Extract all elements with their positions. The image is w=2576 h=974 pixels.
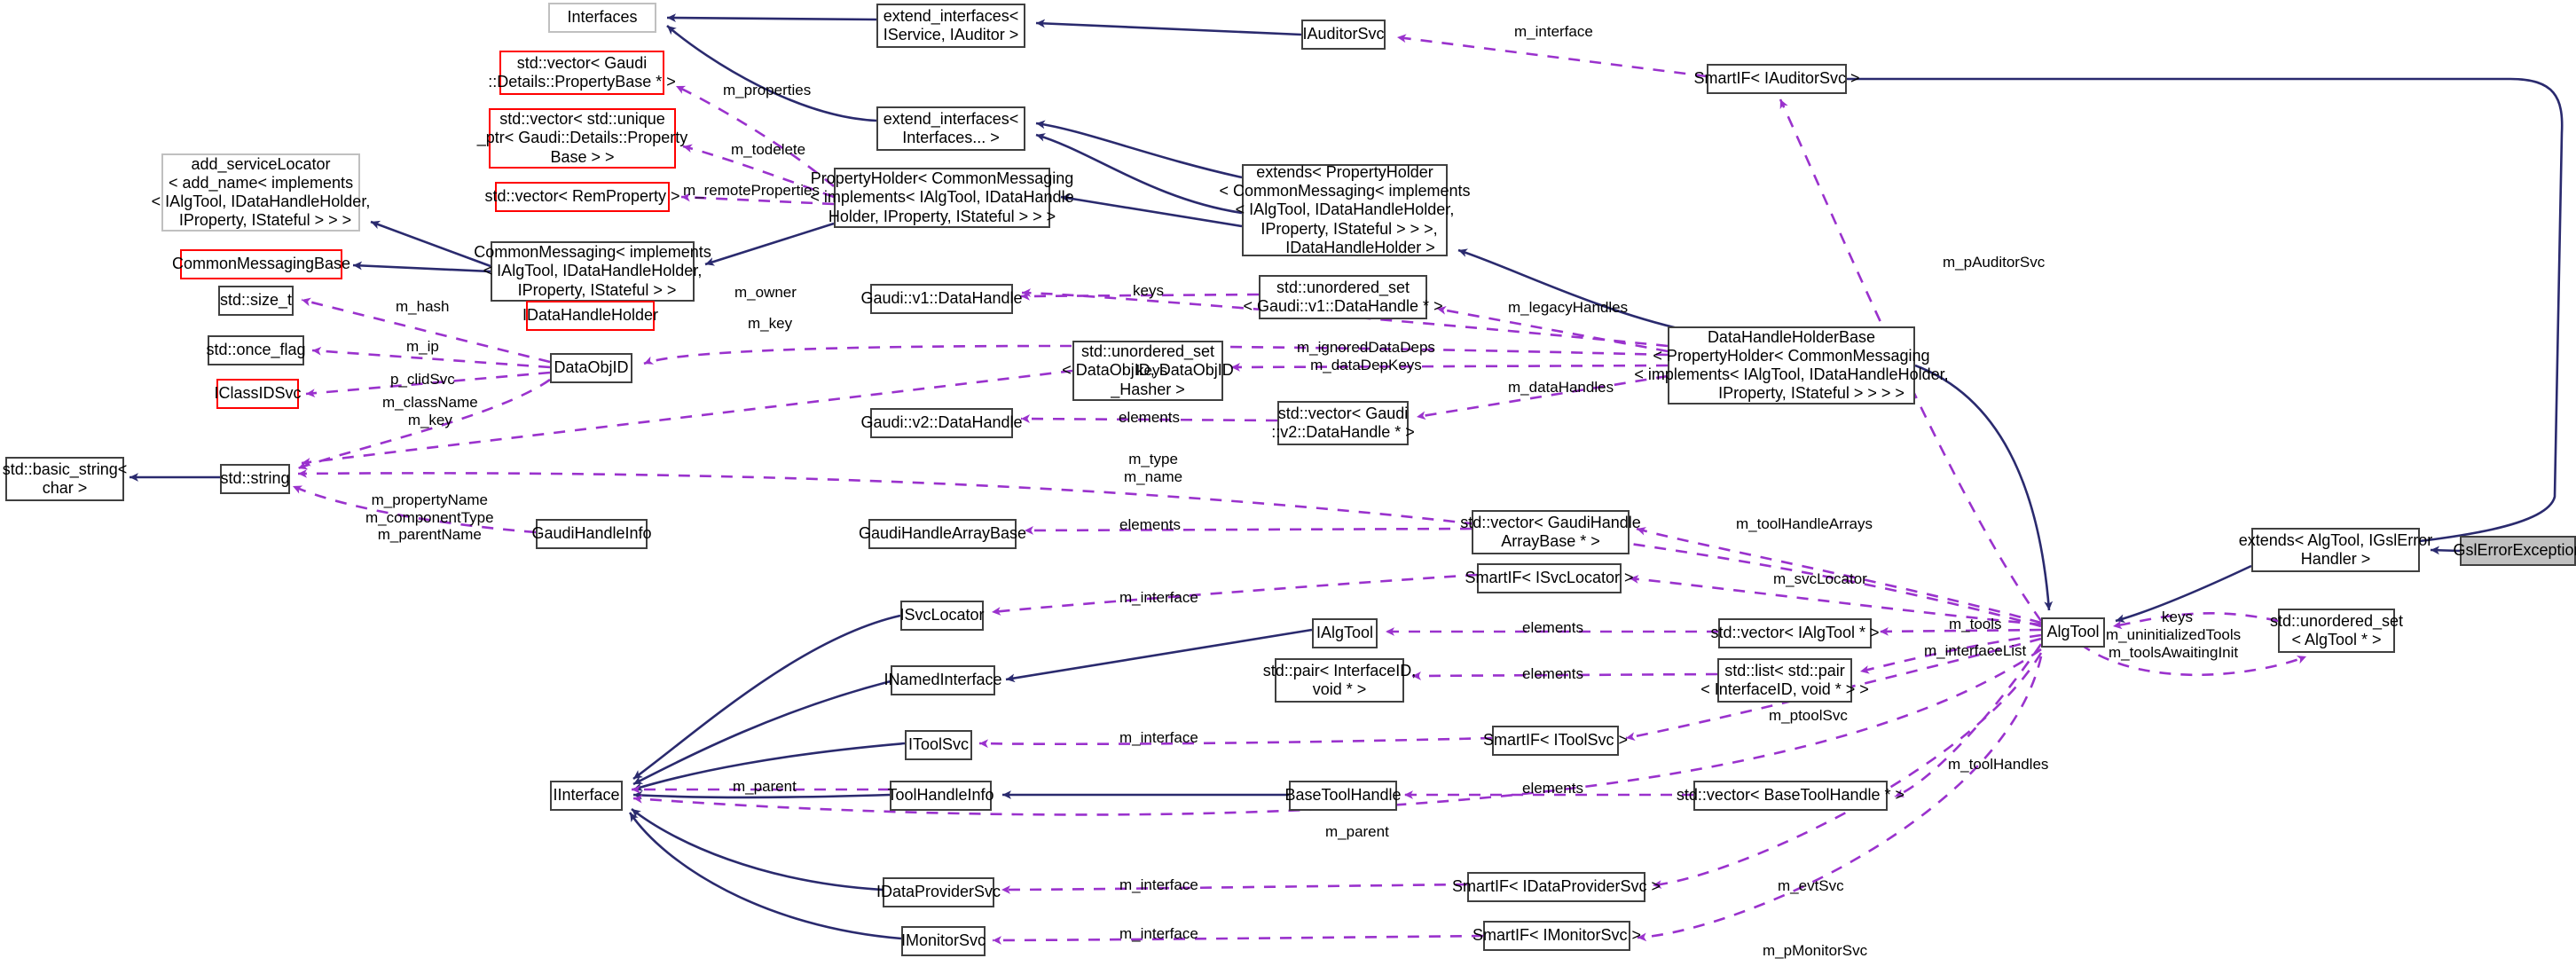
class-node-interfaces[interactable]: Interfaces [548,3,656,33]
edge-label-lbl_m_parent_top: m_parent [733,778,797,795]
class-node-propertyholder[interactable]: PropertyHolder< CommonMessaging < implem… [810,168,1074,228]
edge-label-lbl_elements_bth: elements [1522,780,1583,797]
class-node-smartif_itoolsvc[interactable]: SmartIF< IToolSvc > [1483,726,1628,756]
class-node-inamedinterface[interactable]: INamedInterface [884,665,1002,695]
edge-label-lbl_m_properties: m_properties [723,82,812,98]
edge-label-lbl_m_interface_aud: m_interface [1514,23,1593,40]
class-node-vec_ialgtool[interactable]: std::vector< IAlgTool * > [1710,618,1880,648]
edge-label-lbl_elements_v2: elements [1119,409,1180,426]
edge-label-lbl_m_hash: m_hash [396,298,450,315]
edge-label-lbl_m_type_name: m_type m_name [1124,451,1183,485]
edge-label-lbl_m_interface_svc: m_interface [1119,589,1198,606]
class-node-extend_iservice_iaud[interactable]: extend_interfaces< IService, IAuditor > [876,4,1025,48]
class-node-iclassidsvc[interactable]: IClassIDSvc [215,379,302,409]
class-node-datahandleholderbase[interactable]: DataHandleHolderBase < PropertyHolder< C… [1634,326,1949,405]
class-node-algtool[interactable]: AlgTool [2041,617,2105,648]
class-node-gaudihandleinfo[interactable]: GaudiHandleInfo [531,519,652,549]
edge-label-lbl_m_ptoolsvc: m_ptoolSvc [1769,707,1848,724]
class-node-iinterface[interactable]: IInterface [550,781,623,811]
class-node-vec_v2_datahandle[interactable]: std::vector< Gaudi ::v2::DataHandle * > [1271,401,1415,445]
class-node-toolhandleinfo[interactable]: ToolHandleInfo [887,781,994,811]
edge-label-lbl_m_toolhandles: m_toolHandles [1948,756,2049,773]
class-node-extends_propholder[interactable]: extends< PropertyHolder < CommonMessagin… [1219,162,1471,256]
edge-label-lbl_m_propertyname: m_propertyName m_componentType m_parentN… [365,491,494,544]
class-node-uset_algtool[interactable]: std::unordered_set < AlgTool * > [2270,609,2403,653]
class-node-commonmessagingbase[interactable]: CommonMessagingBase [172,249,350,279]
class-node-vec_uniq_propbase[interactable]: std::vector< std::unique _ptr< Gaudi::De… [477,108,687,169]
edge-label-lbl_p_clidsvc: p_clidSvc [390,371,455,388]
edge-label-lbl_m_interface_dps: m_interface [1119,876,1198,893]
edge-label-lbl_elements_gha: elements [1119,516,1181,533]
edge-label-lbl_m_interface_mon: m_interface [1119,925,1198,942]
class-node-dataobjid[interactable]: DataObjID [550,353,632,383]
class-node-smartif_imonitorsvc[interactable]: SmartIF< IMonitorSvc > [1473,921,1641,951]
class-node-gaudi_v1_datahandle[interactable]: Gaudi::v1::DataHandle [860,284,1023,314]
edge-label-lbl_m_parent_bottom: m_parent [1325,823,1389,840]
class-node-commonmessaging[interactable]: CommonMessaging< implements < IAlgTool, … [474,241,711,302]
class-node-extends_algtool_igsl[interactable]: extends< AlgTool, IGslError Handler > [2239,528,2432,572]
class-node-idataprovidersvc[interactable]: IDataProviderSvc [876,877,1001,907]
edge-label-lbl_m_classname_key: m_className m_key [382,394,478,428]
class-node-uset_dataobjid[interactable]: std::unordered_set < DataObjID, DataObjI… [1062,341,1234,401]
edge-label-lbl_m_legacyhandles: m_legacyHandles [1508,299,1629,316]
edge-label-lbl_m_pauditorsvc: m_pAuditorSvc [1943,254,2046,271]
class-node-iauditorsvc[interactable]: IAuditorSvc [1301,20,1386,50]
class-node-std_string[interactable]: std::string [220,464,290,494]
class-node-std_size_t[interactable]: std::size_t [218,286,294,316]
edge-label-lbl_elements_algtool: elements [1522,619,1583,636]
class-node-gaudi_v2_datahandle[interactable]: Gaudi::v2::DataHandle [860,408,1023,438]
edge-label-lbl_m_owner: m_owner [734,284,797,301]
edge-label-lbl_m_evtsvc: m_evtSvc [1778,877,1844,894]
edge-label-lbl_m_uninit: m_uninitializedTools m_toolsAwaitingInit [2106,626,2242,661]
edge-label-lbl_m_tools: m_tools [1949,616,2002,632]
edge-label-lbl_m_todelete: m_todelete [731,141,806,158]
class-node-smartif_isvclocator[interactable]: SmartIF< ISvcLocator > [1465,563,1634,593]
edge-label-lbl_m_datahandles: m_dataHandles [1508,379,1614,396]
class-node-idatahandleholder[interactable]: IDataHandleHolder [522,301,658,331]
edge-label-lbl_ignoreddeps: m_ignoredDataDeps m_dataDepKeys [1297,339,1435,373]
class-node-isvclocator[interactable]: ISvcLocator [899,601,985,631]
edge-label-lbl_keys_algtool: keys [2162,609,2193,625]
class-node-smartif_iauditorsvc[interactable]: SmartIF< IAuditorSvc > [1693,64,1860,94]
class-node-extend_interfaces[interactable]: extend_interfaces< Interfaces... > [876,106,1025,151]
edge-label-lbl_m_svclocator: m_svcLocator [1773,570,1867,587]
class-node-basetoolhandle[interactable]: BaseToolHandle [1284,781,1402,811]
edge-label-lbl_m_pmonitorsvc: m_pMonitorSvc [1763,942,1868,959]
edge-label-lbl_elements_pair: elements [1522,665,1583,682]
class-node-uset_v1_datahandle[interactable]: std::unordered_set < Gaudi::v1::DataHand… [1243,275,1443,319]
edge-label-lbl_m_interface_tool: m_interface [1119,729,1198,746]
edge-label-lbl_m_toolhandlearrays: m_toolHandleArrays [1736,515,1873,532]
class-node-pair_interfaceid[interactable]: std::pair< InterfaceID, void * > [1263,658,1416,703]
class-node-vec_gaudihandlearray[interactable]: std::vector< GaudiHandle ArrayBase * > [1460,510,1641,554]
class-node-vec_remproperty[interactable]: std::vector< RemProperty > [484,182,680,212]
class-node-vec_basetoolhandle[interactable]: std::vector< BaseToolHandle * > [1677,781,1905,811]
edge-label-lbl_keys_v1: keys [1133,282,1164,299]
class-node-std_once_flag[interactable]: std::once_flag [206,335,306,365]
class-node-smartif_idataprovider[interactable]: SmartIF< IDataProviderSvc > [1452,872,1661,902]
class-node-list_pair_interfaceid[interactable]: std::list< std::pair < InterfaceID, void… [1700,658,1869,703]
edge-label-lbl_m_interfacelist: m_interfaceList [1924,642,2027,659]
class-node-gslerrorexception[interactable]: GslErrorException [2453,536,2576,566]
class-node-std_basic_string[interactable]: std::basic_string< char > [3,457,127,501]
edge-label-lbl_m_ip: m_ip [406,338,439,355]
class-node-imonitorsvc[interactable]: IMonitorSvc [901,926,986,956]
class-node-add_servicelocator[interactable]: add_serviceLocator < add_name< implement… [152,153,370,232]
class-node-ialgtool[interactable]: IAlgTool [1312,618,1378,648]
class-node-itoolsvc[interactable]: IToolSvc [905,730,972,760]
class-node-gaudihandlearraybase[interactable]: GaudiHandleArrayBase [859,519,1026,549]
edge-label-lbl_m_key_top: m_key [748,315,793,332]
edge-label-lbl_m_remoteproperties: m_remoteProperties [683,182,821,199]
class-node-vec_propbase[interactable]: std::vector< Gaudi ::Details::PropertyBa… [488,51,676,95]
